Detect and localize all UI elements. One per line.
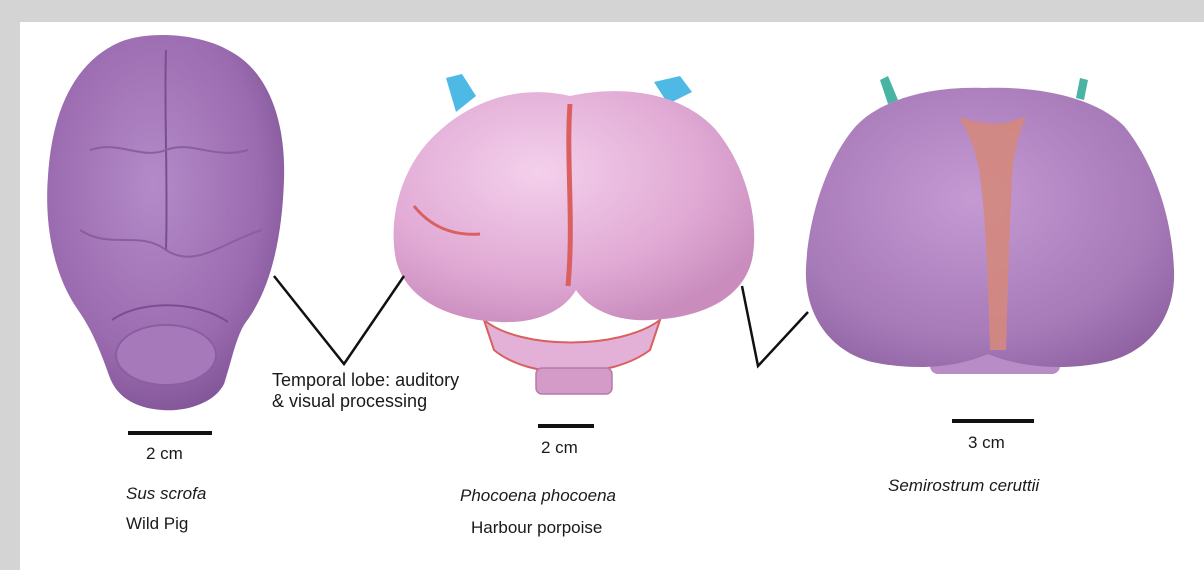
temporal-lobe-annotation: Temporal lobe: auditory & visual process… [272,370,472,412]
porpoise-brainstem [484,320,660,373]
pig-scale-label: 2 cm [146,444,183,464]
porpoise-common-name: Harbour porpoise [471,518,602,538]
porpoise-spinal-stub [536,368,612,394]
porpoise-scale-label: 2 cm [541,438,578,458]
porpoise-cerebrum [394,91,755,322]
porpoise-brain [394,74,755,394]
porpoise-foramen [572,296,580,304]
porpoise-left-nerve-icon [446,74,476,112]
porpoise-species-name: Phocoena phocoena [460,486,616,506]
cerutti-scale-label: 3 cm [968,433,1005,453]
cerutti-left-nerve-icon [880,76,898,104]
cerutti-brain [806,76,1174,374]
pig-species-name: Sus scrofa [126,484,206,504]
temporal-lobe-pointer-left [274,276,404,364]
temporal-lobe-pointer-right [742,286,808,366]
pig-cerebellum [116,325,216,385]
porpoise-midline-vessel [568,104,570,286]
cerutti-species-name: Semirostrum ceruttii [888,476,1039,496]
pig-common-name: Wild Pig [126,514,188,534]
pig-brain [47,35,284,410]
cerutti-right-nerve-icon [1076,78,1088,100]
